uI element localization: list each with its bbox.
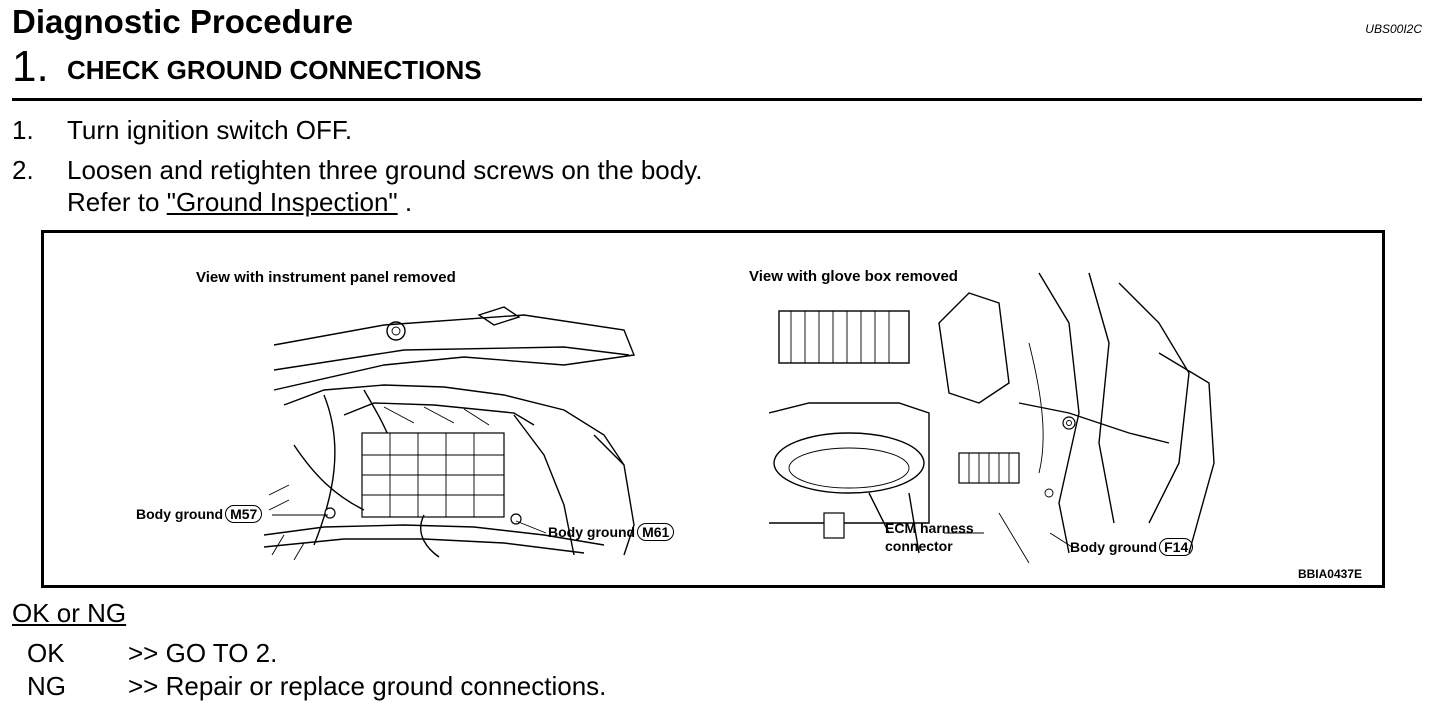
leader-lines — [272, 514, 1073, 548]
result-ok-action[interactable]: >> GO TO 2. — [128, 638, 278, 668]
refer-line: Refer to "Ground Inspection" . — [67, 186, 412, 218]
refer-suffix: . — [397, 187, 413, 217]
ecm-harness-connector-callout: ECM harness connector — [885, 520, 974, 554]
ground-inspection-link[interactable]: "Ground Inspection" — [166, 187, 398, 217]
right-view-caption: View with glove box removed — [749, 268, 958, 285]
result-ok-key: OK — [27, 638, 65, 668]
page-title: Diagnostic Procedure — [12, 3, 354, 40]
ecm-label-line1: ECM harness — [885, 520, 974, 536]
instruction-1-number: 1. — [12, 115, 34, 145]
m57-connector-badge: M57 — [225, 505, 263, 523]
m61-label: Body ground — [548, 524, 636, 540]
result-ng-key: NG — [27, 671, 66, 701]
document-id: UBS00I2C — [1365, 22, 1422, 36]
instruction-2-text: Loosen and retighten three ground screws… — [67, 155, 703, 185]
result-ng-action: >> Repair or replace ground connections. — [128, 671, 607, 701]
step-number: 1. — [12, 42, 49, 91]
glove-box-illustration — [769, 272, 1215, 563]
instruction-2-number: 2. — [12, 155, 34, 185]
refer-prefix: Refer to — [67, 187, 167, 217]
f14-connector-badge: F14 — [1159, 538, 1194, 556]
m57-label: Body ground — [136, 506, 224, 522]
step-title: CHECK GROUND CONNECTIONS — [67, 55, 482, 85]
m61-connector-badge: M61 — [637, 523, 675, 541]
figure-id: BBIA0437E — [1297, 567, 1362, 581]
f14-label: Body ground — [1070, 539, 1158, 555]
ecm-label-line2: connector — [885, 538, 953, 554]
ok-ng-heading: OK or NG — [12, 598, 127, 628]
header-divider — [12, 98, 1422, 101]
diagram-figure: View with instrument panel removed Body … — [41, 230, 1385, 588]
left-view-caption: View with instrument panel removed — [196, 269, 456, 286]
instrument-panel-illustration — [264, 306, 635, 561]
instruction-1-text: Turn ignition switch OFF. — [67, 115, 353, 145]
